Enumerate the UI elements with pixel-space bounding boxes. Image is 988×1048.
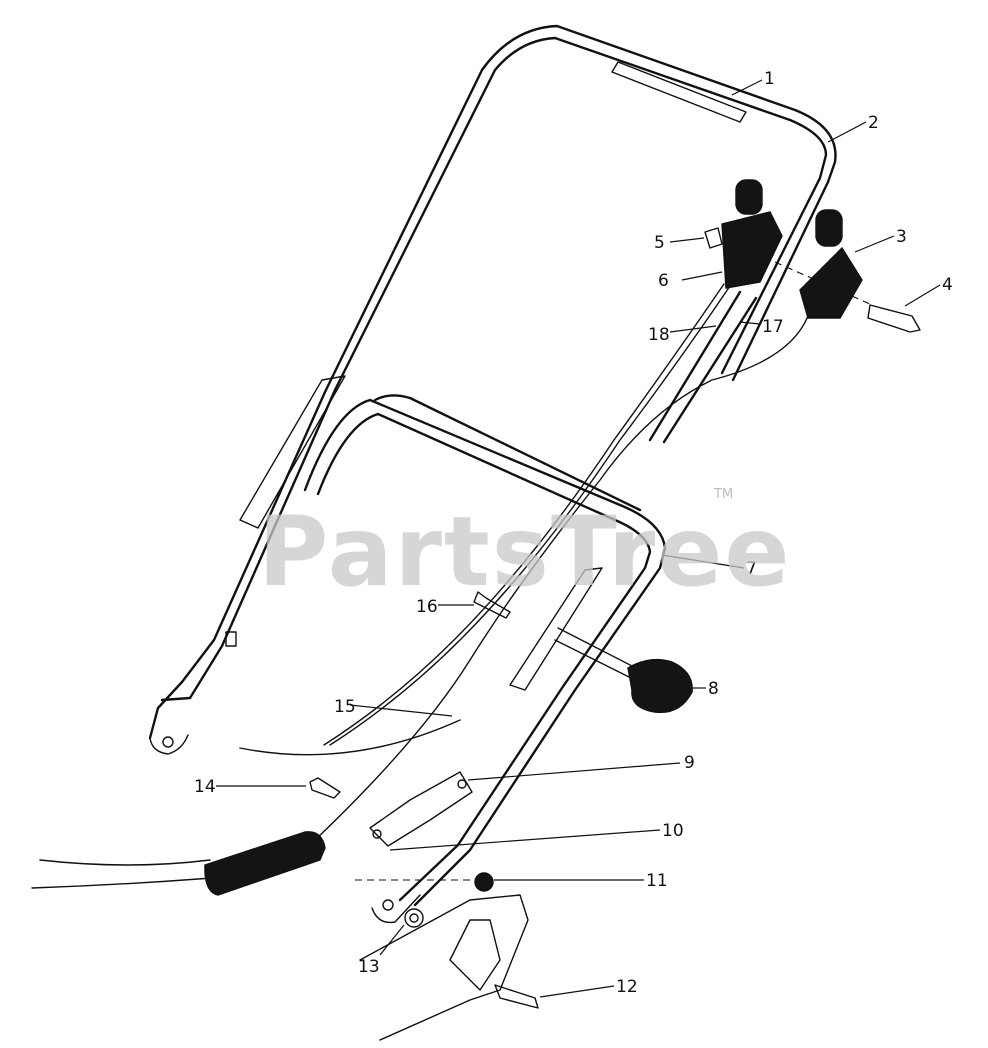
mower-bracket: [355, 879, 539, 1041]
callout-2: 2: [868, 113, 879, 133]
callout-1: 1: [764, 69, 775, 89]
nut-11: [474, 872, 494, 892]
callout-labels: 1 2 3 4 5 6 7 8 9 10 11 12 13 14 15 16 1…: [194, 69, 953, 997]
leader-lines: [216, 79, 941, 998]
lever-hardware: [704, 227, 921, 333]
callout-17: 17: [762, 317, 784, 337]
callout-16: 16: [416, 597, 438, 617]
callout-3: 3: [896, 227, 907, 247]
watermark-trademark: TM: [713, 487, 733, 502]
callout-12: 12: [616, 977, 638, 997]
callout-5: 5: [654, 233, 665, 253]
right-control-lever: [799, 209, 863, 319]
callout-9: 9: [684, 753, 695, 773]
bolt-14: [309, 777, 341, 799]
bracket-9: [369, 771, 473, 847]
lower-handle: [303, 394, 667, 924]
callout-4: 4: [942, 275, 953, 295]
cable-grip: [204, 831, 326, 896]
callout-14: 14: [194, 777, 216, 797]
callout-7: 7: [746, 559, 757, 579]
nut-13: [404, 908, 424, 928]
bolt-16: [473, 591, 511, 619]
callout-10: 10: [662, 821, 684, 841]
callout-11: 11: [646, 871, 668, 891]
callout-6: 6: [658, 271, 669, 291]
callout-8: 8: [708, 679, 719, 699]
control-cables: [31, 283, 809, 889]
callout-15: 15: [334, 697, 356, 717]
callout-13: 13: [358, 957, 380, 977]
wing-knob: [554, 627, 693, 714]
left-control-lever: [721, 179, 783, 289]
upper-handle: [148, 24, 837, 755]
callout-18: 18: [648, 325, 670, 345]
watermark: PartsTree: [258, 496, 791, 608]
